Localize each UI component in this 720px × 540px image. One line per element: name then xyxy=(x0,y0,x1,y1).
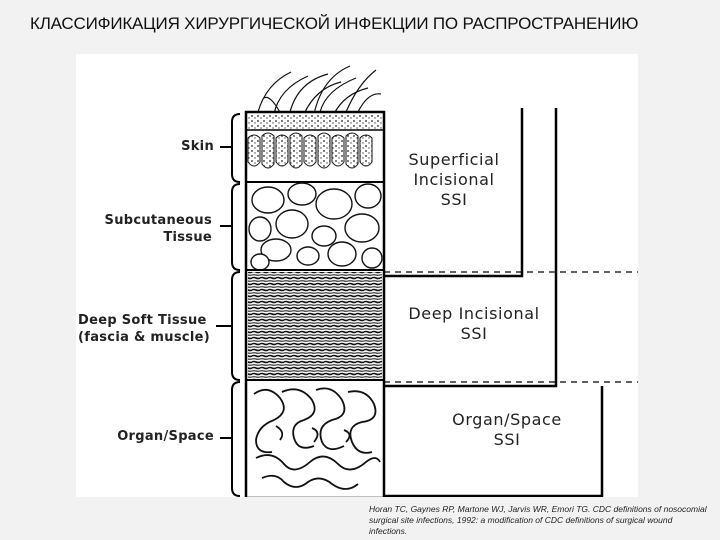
ssi-label-deep: Deep Incisional SSI xyxy=(408,304,540,343)
layer-label-organ-space: Organ/Space xyxy=(117,429,214,444)
skin-dermis xyxy=(247,131,383,183)
fat-globules xyxy=(248,182,383,271)
layer-braces xyxy=(216,113,241,497)
ssi-region-lines xyxy=(384,108,604,497)
slide-title: КЛАССИФИКАЦИЯ ХИРУРГИЧЕСКОЙ ИНФЕКЦИИ ПО … xyxy=(30,14,639,33)
tissue-illustration xyxy=(216,65,638,497)
ssi-dashed-boundaries xyxy=(384,271,638,383)
layer-label-subcutaneous: Subcutaneous Tissue xyxy=(104,213,212,245)
layer-label-skin: Skin xyxy=(181,139,214,154)
organ-loops xyxy=(253,387,381,490)
muscle-layer xyxy=(248,272,382,380)
ssi-label-organ-space: Organ/Space SSI xyxy=(452,410,562,449)
hair-strands xyxy=(257,65,382,115)
ssi-label-superficial: Superficial Incisional SSI xyxy=(408,150,500,209)
ssi-diagram: Skin Subcutaneous Tissue Deep Soft Tissu… xyxy=(76,54,638,497)
layer-label-deep-soft-tissue: Deep Soft Tissue (fascia & muscle) xyxy=(78,313,210,345)
citation-text: Horan TC, Gaynes RP, Martone WJ, Jarvis … xyxy=(369,504,707,536)
